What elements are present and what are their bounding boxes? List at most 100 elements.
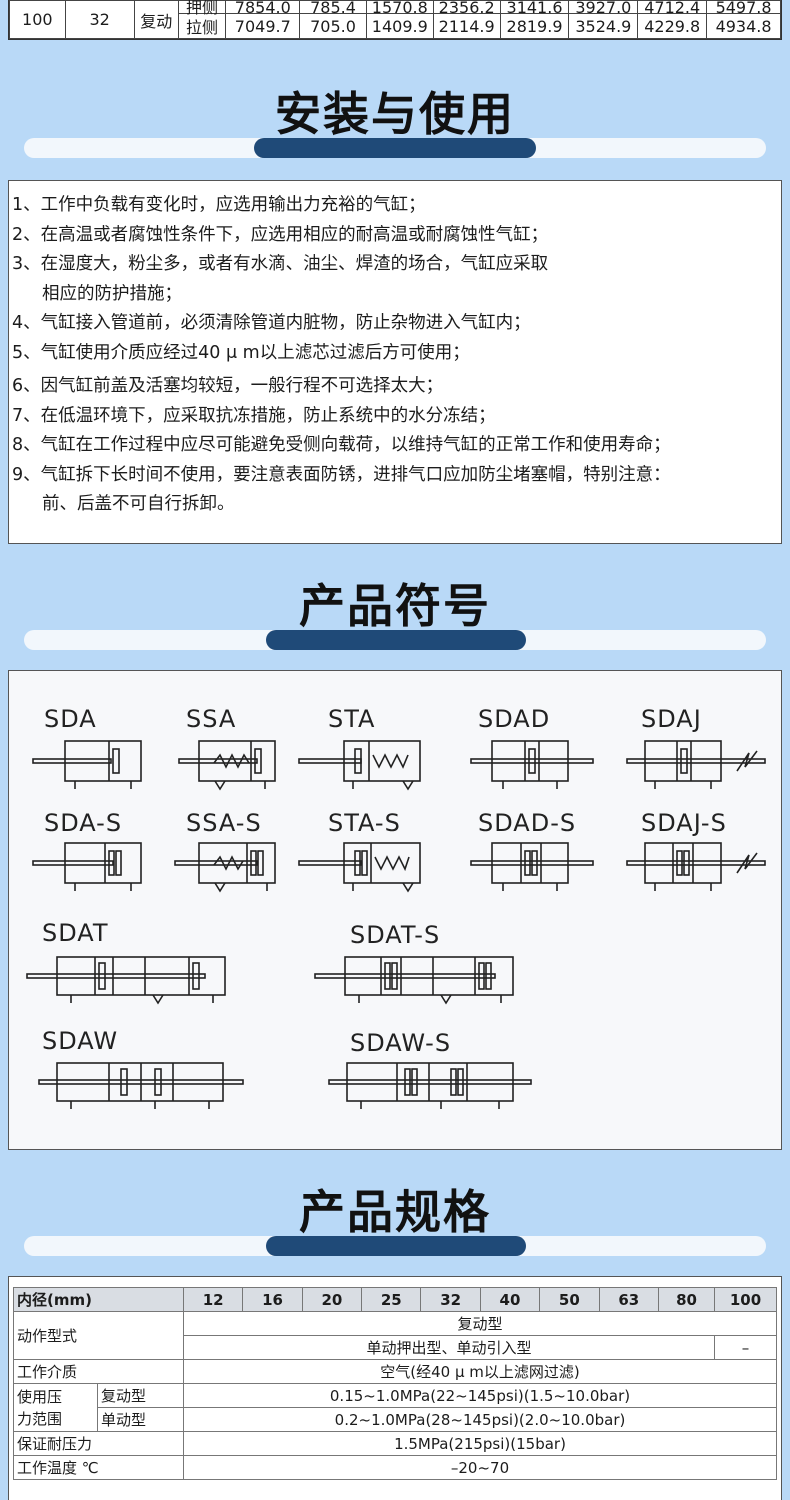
cylinder-symbols-drawing [26, 740, 766, 1109]
list-item: 3、在湿度大，粉尘多，或者有水滴、油尘、焊渣的场合，气缸应采取 [12, 254, 549, 274]
spec-panel: 内径(mm) 12 16 20 25 32 40 50 63 80 100 动作… [8, 1276, 782, 1500]
value-cell: 1409.9 [365, 13, 434, 39]
value-cell: 705.0 [299, 13, 367, 39]
spec-section-bar [24, 1236, 766, 1256]
list-item: 前、后盖不可自行拆卸。 [42, 494, 235, 514]
value-cell: 1570.8 [365, 0, 434, 16]
row-label: 工作温度 ℃ [12, 1455, 185, 1480]
row-sublabel: 单动型 [96, 1407, 185, 1432]
type-cell: 复动 [133, 0, 179, 39]
sdat-symbol-icon [26, 956, 226, 1005]
list-item: 相应的防护措施； [42, 283, 182, 304]
symbol-label: SDAT [42, 919, 109, 947]
row-sublabel: 复动型 [96, 1383, 185, 1408]
symbols-panel: SDA SSA STA SDAD SDAJ SDA-S SSA-S STA-S … [8, 670, 782, 1150]
header-cell: 100 [714, 1287, 777, 1312]
symbol-label: SSA-S [186, 809, 262, 837]
header-cell: 50 [539, 1287, 600, 1312]
spec-table: 内径(mm) 12 16 20 25 32 40 50 63 80 100 动作… [12, 1287, 777, 1480]
table-cell: – [714, 1335, 777, 1360]
value-cell: 4712.4 [637, 0, 708, 16]
symbol-label: SSA [186, 705, 237, 733]
row-label-line: 使用压 [17, 1387, 63, 1406]
bore-cell: 100 [9, 0, 66, 39]
table-row: 工作温度 ℃ –20~70 [12, 1455, 777, 1480]
sdaj-symbol-icon [626, 740, 766, 789]
list-item: 7、在低温环境下，应采取抗冻措施，防止系统中的水分冻结； [12, 405, 496, 426]
symbol-label: SDA [44, 705, 97, 733]
install-section-bar [24, 138, 766, 158]
value-cell: 2356.2 [432, 0, 501, 16]
table-cell: 1.5MPa(215psi)(15bar) [183, 1431, 777, 1456]
table-cell: 空气(经40 μ m以上滤网过滤) [183, 1359, 777, 1384]
list-item: 2、在高温或者腐蚀性条件下，应选用相应的耐高温或耐腐蚀性气缸； [12, 224, 549, 245]
header-cell: 16 [242, 1287, 303, 1312]
header-cell: 内径(mm) [12, 1287, 185, 1312]
header-cell: 63 [598, 1287, 660, 1312]
sdad-symbol-icon [470, 740, 594, 789]
header-cell: 32 [420, 1287, 481, 1312]
header-cell: 40 [479, 1287, 541, 1312]
symbols-section-bar [24, 630, 766, 650]
list-item: 8、气缸在工作过程中应尽可能避免受侧向载荷，以维持气缸的正常工作和使用寿命； [12, 435, 671, 455]
list-item: 5、气缸使用介质应经过40 μ m以上滤芯过滤后方可使用； [12, 342, 470, 363]
list-item: 4、气缸接入管道前，必须清除管道内脏物，防止杂物进入气缸内； [12, 313, 531, 333]
table-row: 单动押出型、单动引入型 – [14, 1335, 777, 1360]
table-row: 使用压 力范围 复动型 0.15~1.0MPa(22~145psi)(1.5~1… [13, 1383, 777, 1432]
value-cell: 7854.0 [225, 0, 301, 16]
value-cell: 4934.8 [706, 13, 781, 39]
symbol-label: SDAJ-S [641, 809, 727, 837]
symbol-label: STA [328, 705, 376, 733]
symbol-label: SDAW [42, 1027, 119, 1055]
value-cell: 7049.7 [225, 13, 301, 39]
row-label: 动作型式 [12, 1311, 185, 1360]
install-panel: 1、工作中负载有变化时，应选用输出力充裕的气缸； 2、在高温或者腐蚀性条件下，应… [8, 180, 782, 544]
table-cell: –20~70 [183, 1455, 777, 1480]
value-cell: 2819.9 [499, 13, 570, 39]
sdaw-symbol-icon [38, 1062, 244, 1109]
symbol-label: SDAD-S [478, 809, 577, 837]
table-cell: 复动型 [183, 1311, 777, 1336]
list-item: 9、气缸拆下长时间不使用，要注意表面防锈，进排气口应加防尘堵塞帽，特别注意： [12, 464, 671, 485]
table-row: 单动型 0.2~1.0MPa(28~145psi)(2.0~10.0bar) [14, 1407, 777, 1432]
spec-section-title: 产品规格 [299, 1185, 491, 1239]
rod-cell: 32 [64, 0, 135, 39]
symbol-label: SDAD [478, 705, 551, 733]
value-cell: 3524.9 [568, 13, 639, 39]
value-cell: 2114.9 [432, 13, 501, 39]
value-cell: 5497.8 [706, 0, 781, 16]
sda-symbol-icon [32, 740, 142, 789]
table-row: 动作型式 复动型 [12, 1311, 777, 1360]
install-section-title: 安装与使用 [275, 87, 515, 141]
header-cell: 25 [361, 1287, 422, 1312]
sta-symbol-icon [298, 740, 421, 791]
header-cell: 80 [658, 1287, 715, 1312]
table-cell: 0.15~1.0MPa(22~145psi)(1.5~10.0bar) [183, 1383, 777, 1408]
force-table-fragment: 100 32 复动 押侧 7854.0 785.4 1570.8 2356.2 … [8, 0, 782, 40]
sdad-s-symbol-icon [470, 842, 594, 891]
side-cell: 拉侧 [177, 13, 227, 39]
sda-s-symbol-icon [32, 842, 142, 891]
table-cell: 单动押出型、单动引入型 [183, 1335, 715, 1360]
install-list: 1、工作中负载有变化时，应选用输出力充裕的气缸； 2、在高温或者腐蚀性条件下，应… [9, 181, 781, 520]
sdat-s-symbol-icon [314, 956, 514, 1005]
symbols-section-title: 产品符号 [299, 579, 491, 633]
value-cell: 3927.0 [568, 0, 639, 16]
value-cell: 4229.8 [637, 13, 708, 39]
symbol-label: SDAT-S [350, 921, 441, 949]
value-cell: 785.4 [299, 0, 367, 16]
row-label: 保证耐压力 [12, 1431, 185, 1456]
sdaw-s-symbol-icon [328, 1062, 532, 1109]
header-cell: 20 [301, 1287, 363, 1312]
ssa-s-symbol-icon [174, 842, 276, 893]
list-item: 1、工作中负载有变化时，应选用输出力充裕的气缸； [12, 195, 426, 215]
row-label-line: 力范围 [17, 1409, 63, 1428]
sdaj-s-symbol-icon [626, 842, 766, 891]
symbol-label: SDA-S [44, 809, 123, 837]
table-row: 工作介质 空气(经40 μ m以上滤网过滤) [12, 1359, 777, 1384]
side-cell: 押侧 [177, 0, 227, 16]
value-cell: 3141.6 [499, 0, 570, 16]
ssa-symbol-icon [178, 740, 276, 791]
sta-s-symbol-icon [298, 842, 421, 893]
symbol-label: SDAW-S [350, 1029, 452, 1057]
